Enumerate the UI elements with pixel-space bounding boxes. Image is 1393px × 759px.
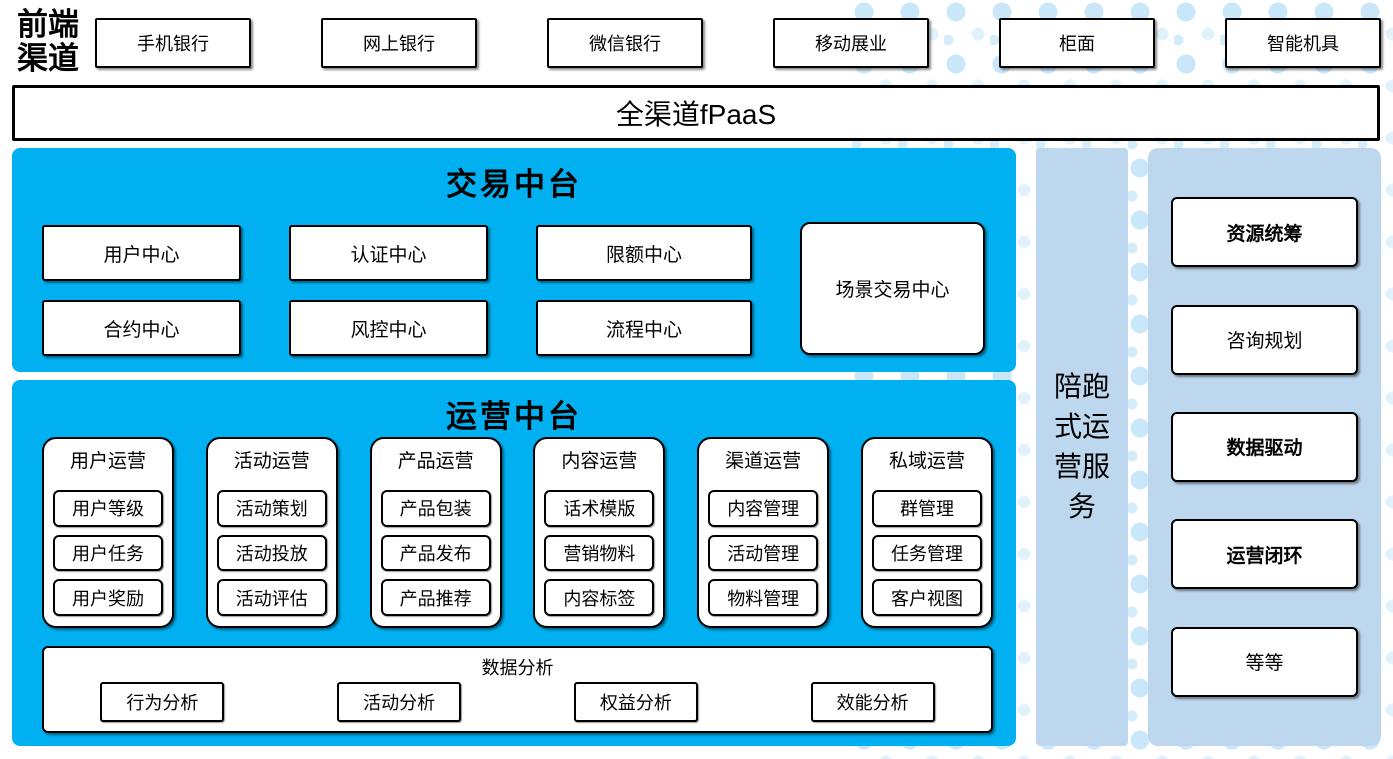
fpaas-bar: 全渠道fPaaS (12, 85, 1380, 141)
group-item: 话术模版 (544, 490, 655, 527)
group-item: 产品推荐 (380, 579, 491, 617)
service-box-consulting: 咨询规划 (1171, 304, 1358, 375)
data-analysis-row: 行为分析 活动分析 权益分析 效能分析 (44, 682, 991, 722)
data-analysis-container: 数据分析 行为分析 活动分析 权益分析 效能分析 (42, 646, 993, 733)
center-box-auth: 认证中心 (289, 225, 488, 281)
channel-box-online-banking: 网上银行 (321, 18, 477, 68)
ops-groups-row: 用户运营 用户等级 用户任务 用户奖励 活动运营 活动策划 活动投放 活动评估 … (42, 437, 993, 628)
companion-service-bar: 陪跑式运营服务 (1036, 148, 1128, 746)
trade-column-3: 限额中心 流程中心 (536, 225, 752, 356)
center-box-scenario-trade: 场景交易中心 (800, 222, 985, 355)
group-item: 内容管理 (708, 490, 819, 527)
group-product-ops: 产品运营 产品包装 产品发布 产品推荐 (369, 437, 502, 628)
group-item: 活动管理 (708, 534, 819, 572)
trade-platform-content: 用户中心 合约中心 认证中心 风控中心 限额中心 流程中心 场景交易中心 (42, 222, 985, 356)
service-items-panel: 资源统筹 咨询规划 数据驱动 运营闭环 等等 (1148, 148, 1381, 746)
channel-box-mobile-banking: 手机银行 (95, 18, 251, 68)
group-item: 活动评估 (216, 579, 327, 617)
trade-platform-panel: 交易中台 用户中心 合约中心 认证中心 风控中心 限额中心 流程中心 场景交易中… (12, 148, 1016, 372)
center-box-user: 用户中心 (42, 225, 241, 281)
channel-box-wechat-banking: 微信银行 (547, 18, 703, 68)
front-channels-label: 前端 渠道 (2, 8, 94, 76)
data-analysis-title: 数据分析 (481, 658, 554, 678)
group-item: 产品发布 (380, 534, 491, 572)
group-item: 用户奖励 (53, 579, 163, 617)
group-title: 产品运营 (397, 451, 474, 472)
channel-box-counter: 柜面 (999, 18, 1155, 68)
analysis-box-rights: 权益分析 (573, 682, 698, 722)
group-item: 活动投放 (216, 534, 327, 572)
companion-service-label: 陪跑式运营服务 (1053, 371, 1110, 522)
channel-box-smart-devices: 智能机具 (1225, 18, 1381, 68)
trade-column-1: 用户中心 合约中心 (42, 225, 241, 356)
analysis-box-activity: 活动分析 (337, 682, 462, 722)
group-channel-ops: 渠道运营 内容管理 活动管理 物料管理 (697, 437, 830, 628)
service-box-data-driven: 数据驱动 (1171, 411, 1358, 482)
service-box-etc: 等等 (1171, 626, 1358, 697)
analysis-box-efficiency: 效能分析 (810, 682, 935, 722)
group-user-ops: 用户运营 用户等级 用户任务 用户奖励 (42, 437, 174, 628)
front-channels-row: 手机银行 网上银行 微信银行 移动展业 柜面 智能机具 (95, 18, 1381, 68)
group-item: 用户任务 (53, 534, 163, 572)
group-content-ops: 内容运营 话术模版 营销物料 内容标签 (533, 437, 666, 628)
group-title: 私域运营 (888, 451, 965, 472)
group-activity-ops: 活动运营 活动策划 活动投放 活动评估 (205, 437, 338, 628)
center-box-contract: 合约中心 (42, 300, 241, 356)
service-box-resource-planning: 资源统筹 (1171, 197, 1358, 268)
group-item: 用户等级 (53, 490, 163, 527)
group-item: 活动策划 (216, 490, 327, 527)
center-box-process: 流程中心 (536, 300, 752, 356)
group-item: 产品包装 (380, 490, 491, 527)
center-box-limit: 限额中心 (536, 225, 752, 281)
group-item: 物料管理 (708, 579, 819, 617)
channel-box-mobile-marketing: 移动展业 (773, 18, 929, 68)
service-box-ops-loop: 运营闭环 (1171, 519, 1358, 590)
group-item: 任务管理 (871, 534, 982, 572)
trade-platform-title: 交易中台 (446, 167, 582, 202)
group-private-domain-ops: 私域运营 群管理 任务管理 客户视图 (860, 437, 993, 628)
group-item: 营销物料 (544, 534, 655, 572)
group-title: 内容运营 (561, 451, 638, 472)
center-box-risk: 风控中心 (289, 300, 488, 356)
group-item: 客户视图 (871, 579, 982, 617)
group-item: 群管理 (871, 490, 982, 527)
group-title: 用户运营 (69, 451, 146, 472)
group-title: 渠道运营 (725, 451, 802, 472)
ops-platform-title: 运营中台 (446, 399, 582, 434)
ops-platform-panel: 运营中台 用户运营 用户等级 用户任务 用户奖励 活动运营 活动策划 活动投放 … (12, 380, 1016, 746)
trade-column-2: 认证中心 风控中心 (289, 225, 488, 356)
group-title: 活动运营 (233, 451, 310, 472)
group-item: 内容标签 (544, 579, 655, 617)
front-channels-label-line2: 渠道 (17, 41, 79, 76)
front-channels-label-line1: 前端 (17, 7, 79, 42)
analysis-box-behavior: 行为分析 (100, 682, 225, 722)
